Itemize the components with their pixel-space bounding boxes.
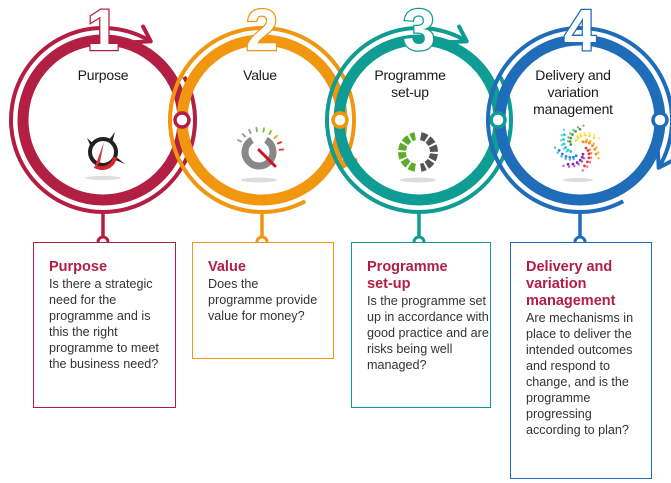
dotted-spiral-icon: [553, 124, 601, 182]
step-1-card-title: Purpose: [49, 259, 108, 275]
gears-icon: [398, 132, 438, 183]
step-4-title: Delivery and variation management: [518, 67, 628, 118]
step-4-card: Delivery and variation management Are me…: [510, 242, 652, 479]
ring-junction-node-1: [173, 111, 191, 129]
step-3-card: Programme set-up Is the programme set up…: [351, 242, 491, 408]
step-2-card-title: Value: [208, 259, 246, 275]
step-2-card-body: Does the programme provide value for mon…: [208, 277, 318, 323]
step-1-card-body: Is there a strategic need for the progra…: [49, 277, 159, 371]
step-4-card-body: Are mechanisms in place to deliver the i…: [526, 311, 634, 437]
step-3-card-title: Programme set-up: [367, 259, 448, 292]
gauge-icon: [236, 127, 284, 183]
step-2-card: Value Does the programme provide value f…: [192, 242, 334, 359]
step-3-number: 3: [403, 0, 435, 63]
step-4-arrow-icon: [655, 149, 671, 170]
step-3-title-text: Programme set-up: [374, 67, 446, 100]
step-4-outer-arc: [486, 26, 671, 214]
ring-junction-node-3: [489, 111, 507, 129]
step-4-title-text: Delivery and variation management: [533, 67, 613, 117]
step-4-number: 4: [564, 0, 596, 63]
step-2-title: Value: [243, 67, 277, 83]
step-1-arrow-icon: [132, 24, 153, 45]
step-3-arrow-icon: [448, 24, 469, 45]
step-2-inner-ring: [176, 34, 348, 206]
step-4-card-title: Delivery and variation management: [526, 259, 616, 309]
compass-icon: [85, 132, 125, 180]
step-3-title: Programme set-up: [355, 67, 465, 101]
step-4-inner-ring: [494, 34, 666, 206]
step-3-inner-ring: [333, 34, 505, 206]
ring-junction-node-2: [331, 111, 349, 129]
step-2-number: 2: [246, 0, 278, 63]
step-3-card-body: Is the programme set up in accordance wi…: [367, 294, 489, 372]
step-1-number: 1: [87, 0, 119, 63]
step-1-card: Purpose Is there a strategic need for th…: [33, 242, 176, 408]
ring-junction-node-4: [651, 111, 669, 129]
step-1-title: Purpose: [77, 67, 129, 83]
